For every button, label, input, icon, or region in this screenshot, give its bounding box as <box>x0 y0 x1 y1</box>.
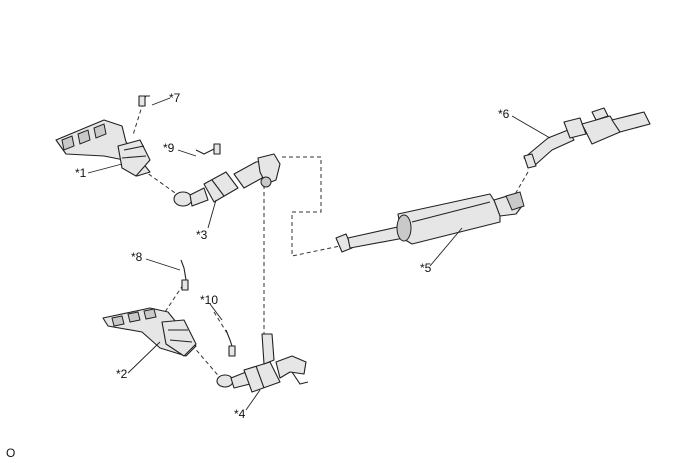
exhaust-manifold-1 <box>55 119 151 177</box>
callout-10: *10 <box>200 293 218 307</box>
callout-9: *9 <box>163 141 175 155</box>
oxygen-sensor-8 <box>180 259 189 291</box>
oxygen-sensor-10 <box>225 329 236 357</box>
center-exhaust-pipe-5 <box>335 191 525 253</box>
tail-exhaust-pipe-6 <box>523 107 651 169</box>
callout-5: *5 <box>420 261 432 275</box>
callout-2: *2 <box>116 367 128 381</box>
corner-mark: O <box>6 446 15 460</box>
connection-lines <box>132 102 529 381</box>
front-exhaust-pipe-3 <box>173 153 281 207</box>
front-exhaust-pipe-4 <box>216 333 309 393</box>
callout-labels: *1 *2 *3 *4 *5 *6 *7 *8 *9 *10 <box>75 91 510 421</box>
oxygen-sensor-9 <box>195 143 221 155</box>
callout-1: *1 <box>75 166 87 180</box>
exhaust-manifold-2 <box>102 307 197 357</box>
callout-4: *4 <box>234 407 246 421</box>
callout-7: *7 <box>169 91 181 105</box>
oxygen-sensor-7 <box>138 95 150 107</box>
callout-3: *3 <box>196 228 208 242</box>
leader-lines <box>87 97 551 411</box>
callout-8: *8 <box>131 250 143 264</box>
callout-6: *6 <box>498 107 510 121</box>
